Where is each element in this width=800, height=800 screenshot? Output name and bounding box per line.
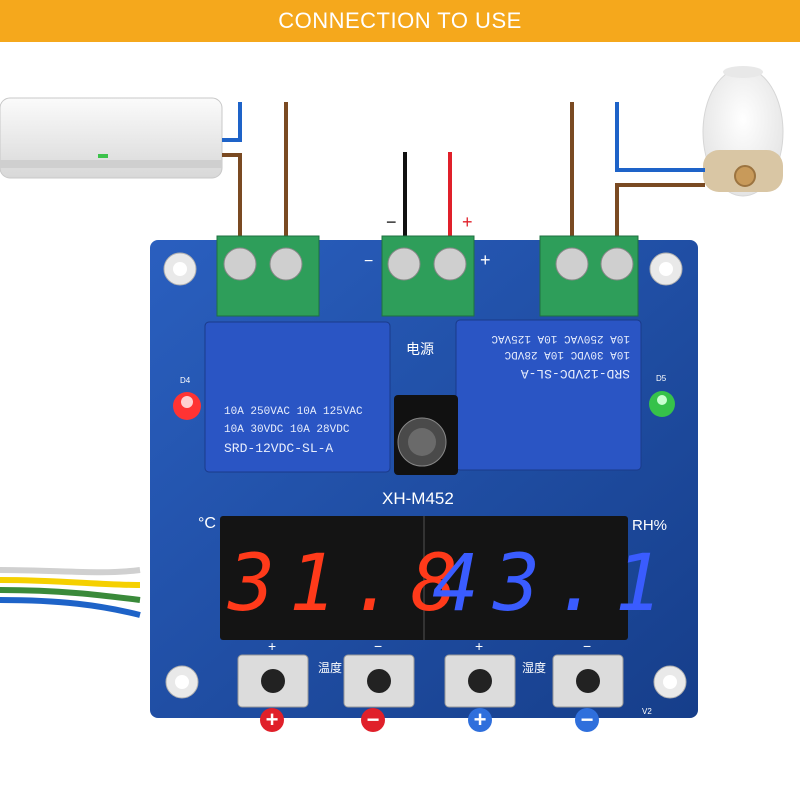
banner-title: CONNECTION TO USE: [278, 8, 522, 33]
board-model: XH-M452: [382, 489, 454, 508]
power-minus-wire-label: −: [386, 212, 397, 232]
humidifier: [702, 66, 784, 197]
humidity-unit: RH%: [632, 517, 667, 534]
terminal-plus-label: +: [480, 250, 491, 270]
banner: CONNECTION TO USE: [0, 0, 800, 42]
terminal-minus-label: −: [364, 253, 373, 270]
temperature-display: 31.8: [227, 539, 472, 629]
button-sign-1: +: [268, 638, 276, 654]
terminal-blocks: [216, 235, 639, 317]
temp-plus-indicator: +: [260, 708, 284, 732]
display-module: [220, 516, 628, 640]
sensor-cable: [0, 567, 141, 618]
relay-left-rating2: 10A 30VDC 10A 28VDC: [224, 424, 350, 436]
led-left-label: D4: [180, 376, 191, 385]
button-sign-2: −: [374, 638, 382, 654]
air-conditioner: [0, 97, 223, 179]
power-plus-wire-label: +: [462, 212, 473, 232]
power-label: 电源: [406, 342, 434, 358]
humidity-display: 43.1: [432, 539, 676, 629]
relay-right-rating1: 10A 250VAC 10A 125VAC: [491, 332, 630, 344]
humidity-plus-indicator: +: [468, 708, 492, 732]
wires: [222, 102, 705, 245]
version-label: V2: [642, 707, 652, 716]
buttons: [237, 654, 624, 708]
relay-left-model: SRD-12VDC-SL-A: [224, 441, 333, 456]
relay-left: 10A 250VAC 10A 125VAC 10A 30VDC 10A 28VD…: [204, 321, 391, 473]
capacitor: [394, 395, 458, 475]
relay-right: SRD-12VDC-SL-A 10A 30VDC 10A 28VDC 10A 2…: [455, 319, 642, 471]
button-sign-4: −: [583, 638, 591, 654]
temp-minus-indicator: −: [361, 708, 385, 732]
temperature-unit: °C: [198, 515, 216, 532]
humidity-minus-indicator: −: [575, 708, 599, 732]
led-green: [649, 391, 675, 417]
temperature-label: 温度: [318, 660, 342, 675]
led-right-label: D5: [656, 374, 667, 383]
led-red: [173, 392, 201, 420]
relay-right-model: SRD-12VDC-SL-A: [521, 366, 630, 381]
button-sign-3: +: [475, 638, 483, 654]
relay-left-rating1: 10A 250VAC 10A 125VAC: [224, 406, 363, 418]
relay-right-rating2: 10A 30VDC 10A 28VDC: [504, 348, 630, 360]
humidity-label: 湿度: [522, 660, 546, 675]
